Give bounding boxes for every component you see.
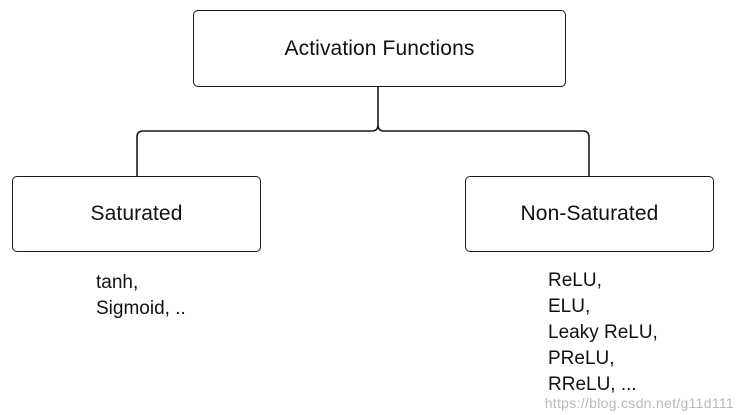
branch-bar-right (377, 124, 590, 176)
non-saturated-example-item: ReLU, (548, 270, 602, 291)
saturated-examples-list: tanh, Sigmoid, .. (96, 270, 186, 322)
saturated-node: Saturated (12, 176, 261, 252)
branch-bar-left (136, 130, 372, 176)
non-saturated-example-item: ELU, (548, 296, 591, 317)
saturated-example-item: tanh, (96, 272, 139, 293)
non-saturated-example-item: PReLU, (548, 348, 615, 369)
root-node-label: Activation Functions (284, 36, 475, 60)
non-saturated-example-item: Leaky ReLU, (548, 322, 658, 343)
root-node-activation-functions: Activation Functions (193, 10, 566, 87)
non-saturated-examples-list: ReLU, ELU, Leaky ReLU, PReLU, RReLU, ... (548, 268, 658, 398)
saturated-node-label: Saturated (90, 202, 183, 225)
watermark-url: https://blog.csdn.net/g11d111 (544, 395, 734, 411)
non-saturated-node-label: Non-Saturated (520, 202, 659, 225)
root-stem-line (371, 87, 379, 132)
saturated-example-item: Sigmoid, .. (96, 298, 186, 319)
non-saturated-example-item: RReLU, ... (548, 374, 637, 395)
non-saturated-node: Non-Saturated (465, 176, 714, 252)
